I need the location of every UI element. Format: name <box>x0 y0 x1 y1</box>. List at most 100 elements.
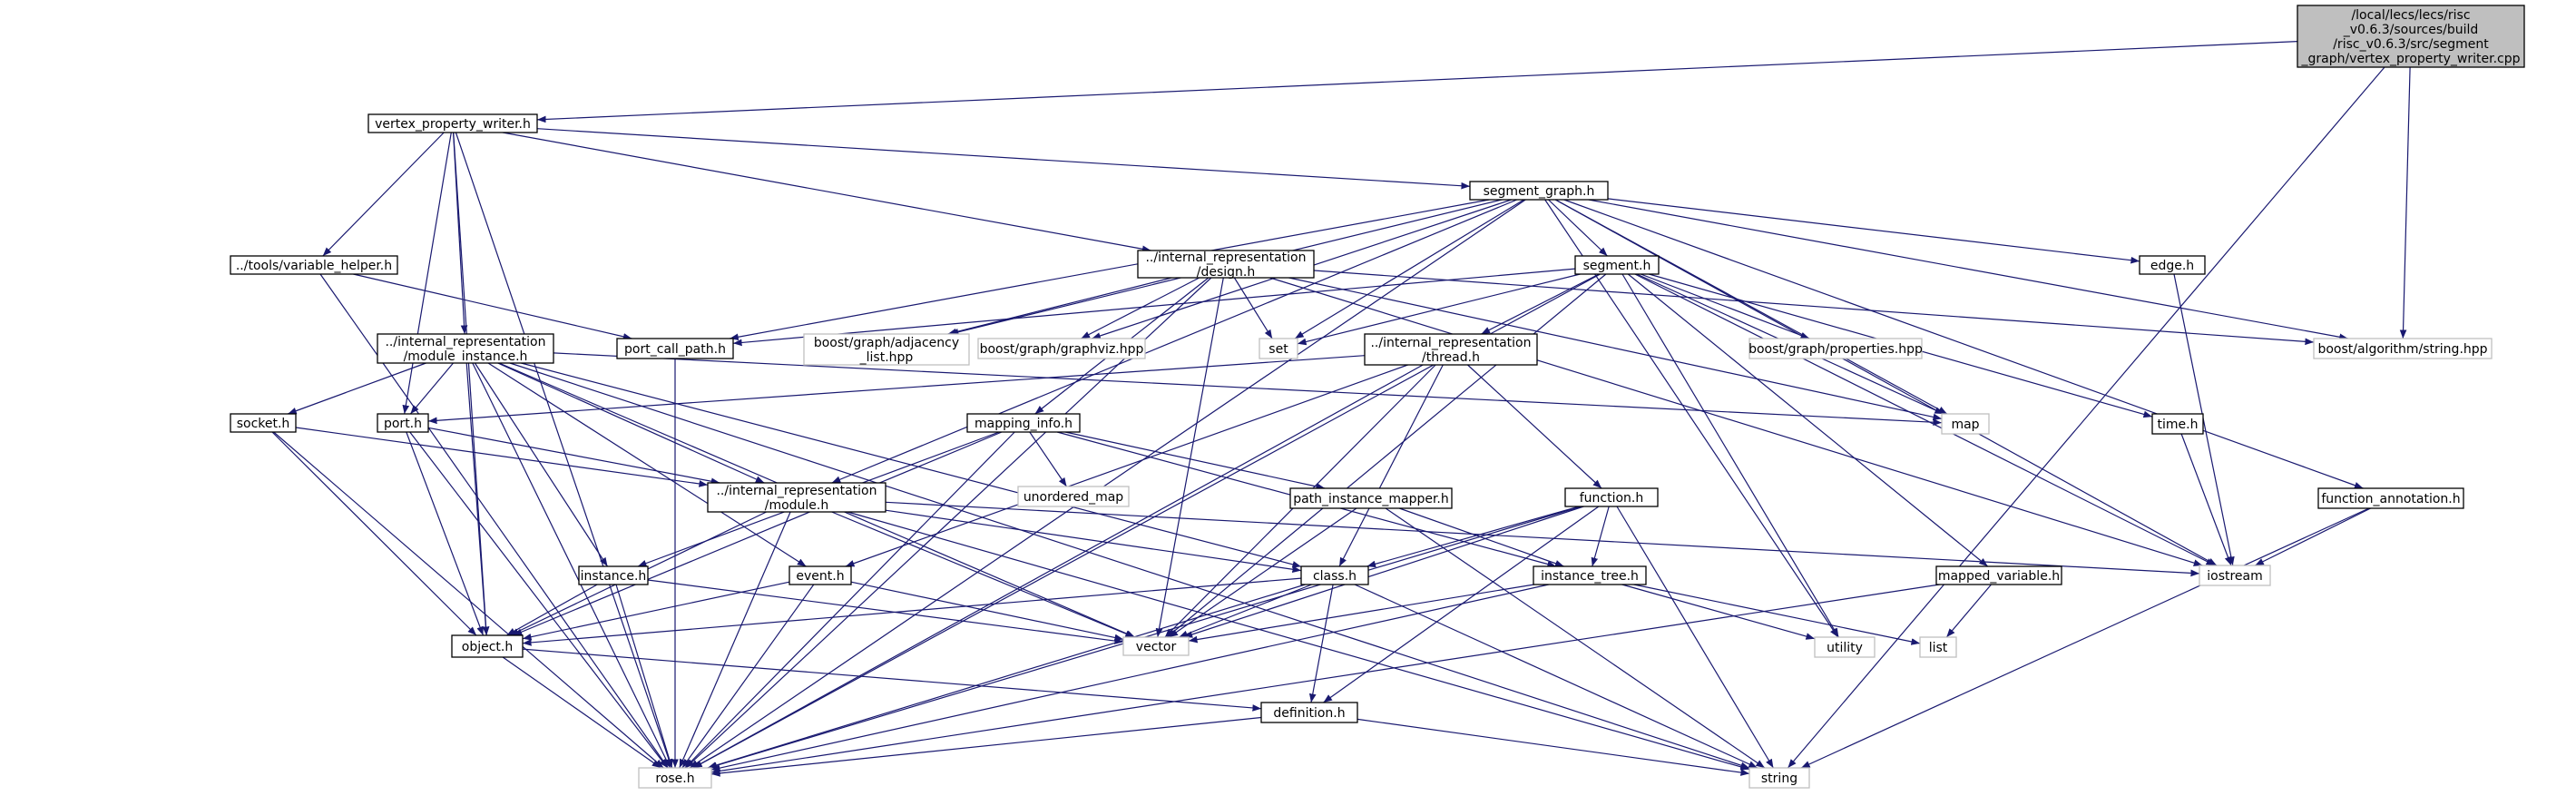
edge-line <box>679 511 791 769</box>
edge-line <box>847 511 1750 771</box>
node-definition[interactable]: definition.h <box>1260 702 1358 723</box>
edge-class-to-object <box>522 577 1302 646</box>
node-box <box>1122 636 1190 656</box>
node-label-line: object.h <box>462 640 513 654</box>
node-label-line: iostream <box>2207 569 2263 584</box>
edge-line <box>1588 199 2348 341</box>
edge-line <box>1548 199 1608 257</box>
edge-line <box>409 431 669 769</box>
edge-segment_graph-to-function_annotation <box>1563 199 2364 489</box>
node-design[interactable]: ../internal_representation/design.h <box>1137 250 1315 280</box>
node-path_instance_mapper[interactable]: path_instance_mapper.h <box>1289 487 1453 509</box>
node-properties: boost/graph/properties.hpp <box>1748 338 1923 359</box>
node-label-line: /design.h <box>1197 265 1255 280</box>
edge-line <box>1634 273 2216 566</box>
node-label-line: boost/graph/properties.hpp <box>1748 342 1923 357</box>
node-module_instance[interactable]: ../internal_representation/module_instan… <box>377 333 554 364</box>
node-box <box>788 565 852 585</box>
node-label-line: segment_graph.h <box>1484 184 1595 199</box>
node-module[interactable]: ../internal_representation/module.h <box>707 482 886 513</box>
edge-line <box>402 132 452 415</box>
edge-class-to-string <box>1354 584 1758 769</box>
edge-line <box>831 199 1518 484</box>
node-object[interactable]: object.h <box>451 634 524 658</box>
node-label-line: ../internal_representation <box>1370 336 1531 350</box>
node-iostream: iostream <box>2199 565 2271 586</box>
node-function_annotation[interactable]: function_annotation.h <box>2317 487 2464 509</box>
edge-segment-to-mapped_variable <box>1627 273 1989 567</box>
node-vpw[interactable]: vertex_property_writer.h <box>367 113 538 133</box>
edge-function_annotation-to-string <box>1800 507 2370 769</box>
edge-mapped_variable-to-rose <box>710 584 1940 775</box>
node-adjacency: boost/graph/adjacency_list.hpp <box>803 333 970 366</box>
node-variable_helper[interactable]: ../tools/variable_helper.h <box>230 255 398 275</box>
edge-time-to-iostream <box>2180 433 2232 566</box>
edge-line <box>455 132 672 769</box>
node-label-line: unordered_map <box>1024 490 1123 505</box>
edge-line <box>1481 273 1600 335</box>
node-instance_tree[interactable]: instance_tree.h <box>1533 565 1647 585</box>
edge-line <box>2255 507 2371 566</box>
edge-event-to-object <box>522 581 790 641</box>
node-label-line: definition.h <box>1273 706 1345 721</box>
edge-line <box>453 132 490 636</box>
edge-line <box>506 584 598 636</box>
edge-line <box>353 273 632 340</box>
edge-line <box>1616 506 1774 769</box>
node-box <box>1017 486 1130 507</box>
node-event[interactable]: event.h <box>788 565 852 585</box>
edge-line <box>271 431 477 636</box>
node-label-line: function.h <box>1580 491 1644 506</box>
node-segment_graph[interactable]: segment_graph.h <box>1469 181 1609 201</box>
edge-line <box>513 431 1003 636</box>
node-root[interactable]: /local/lecs/lecs/risc_v0.6.3/sources/bui… <box>2297 5 2525 68</box>
node-segment[interactable]: segment.h <box>1574 255 1660 275</box>
edge-segment-to-port_call_path <box>732 268 1576 347</box>
node-class[interactable]: class.h <box>1300 565 1369 585</box>
node-unordered_map: unordered_map <box>1017 486 1130 507</box>
node-time[interactable]: time.h <box>2151 413 2204 435</box>
node-mapped_variable[interactable]: mapped_variable.h <box>1935 565 2062 585</box>
edge-line <box>409 362 454 415</box>
edge-thread-to-event <box>845 364 1408 567</box>
edge-line <box>1640 273 1810 339</box>
node-thread[interactable]: ../internal_representation/thread.h <box>1364 333 1538 366</box>
edge-object-to-rose <box>502 656 661 769</box>
node-label-line: event.h <box>796 569 844 584</box>
node-mapping_info[interactable]: mapping_info.h <box>966 413 1081 433</box>
node-socket[interactable]: socket.h <box>230 413 297 433</box>
node-label-line: _list.hpp <box>859 350 914 365</box>
node-edge[interactable]: edge.h <box>2139 255 2206 275</box>
edge-instance_tree-to-rose <box>710 584 1549 771</box>
node-function[interactable]: function.h <box>1564 487 1659 507</box>
node-box <box>1364 333 1538 366</box>
edge-line <box>536 128 1471 190</box>
edge-line <box>1607 198 2140 264</box>
node-box <box>1935 565 2062 585</box>
edge-line <box>1064 431 1326 490</box>
edge-line <box>536 41 2298 123</box>
edge-mapped_variable-to-list <box>1945 584 1992 638</box>
node-port[interactable]: port.h <box>377 413 429 433</box>
edge-segment-to-thread <box>1481 273 1600 335</box>
node-label-line: boost/graph/graphviz.hpp <box>980 342 1144 357</box>
node-box <box>230 255 398 275</box>
node-utility: utility <box>1814 636 1876 658</box>
edge-segment_graph-to-edge <box>1607 198 2140 264</box>
node-instance[interactable]: instance.h <box>578 565 649 585</box>
node-label-line: vector <box>1136 640 1177 654</box>
edge-definition-to-rose <box>710 716 1262 777</box>
edge-line <box>322 132 445 257</box>
node-box <box>377 413 429 433</box>
node-label-line: /risc_v0.6.3/src/segment <box>2333 37 2489 52</box>
node-label-line: ../internal_representation <box>716 484 877 498</box>
node-label-line: ../internal_representation <box>1145 251 1306 265</box>
node-label-line: map <box>1951 418 1979 432</box>
edge-line <box>1313 270 2315 346</box>
edge-line <box>1308 584 1334 703</box>
edge-line <box>1467 364 1602 489</box>
node-port_call_path[interactable]: port_call_path.h <box>616 338 734 359</box>
edge-mapping_info-to-object <box>513 431 1003 636</box>
edge-line <box>487 362 807 567</box>
